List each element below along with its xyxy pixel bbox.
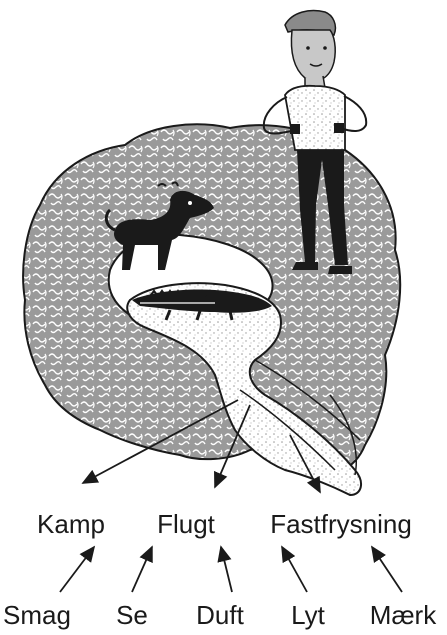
- arrow-lyt: [282, 547, 307, 592]
- arrow-maerk: [372, 547, 402, 592]
- sense-smag: Smag: [3, 600, 71, 630]
- response-fastfrysning: Fastfrysning: [270, 509, 412, 539]
- sense-duft: Duft: [196, 600, 244, 630]
- sense-arrows: [60, 547, 402, 592]
- response-flugt: Flugt: [157, 509, 216, 539]
- arrow-smag: [60, 547, 94, 592]
- sense-maerk: Mærk: [370, 600, 437, 630]
- sense-labels: Smag Se Duft Lyt Mærk: [3, 600, 437, 630]
- sense-lyt: Lyt: [291, 600, 325, 630]
- response-labels: Kamp Flugt Fastfrysning: [37, 509, 412, 539]
- response-kamp: Kamp: [37, 509, 105, 539]
- sense-se: Se: [116, 600, 148, 630]
- arrow-se: [132, 547, 152, 592]
- arrow-duft: [221, 547, 232, 592]
